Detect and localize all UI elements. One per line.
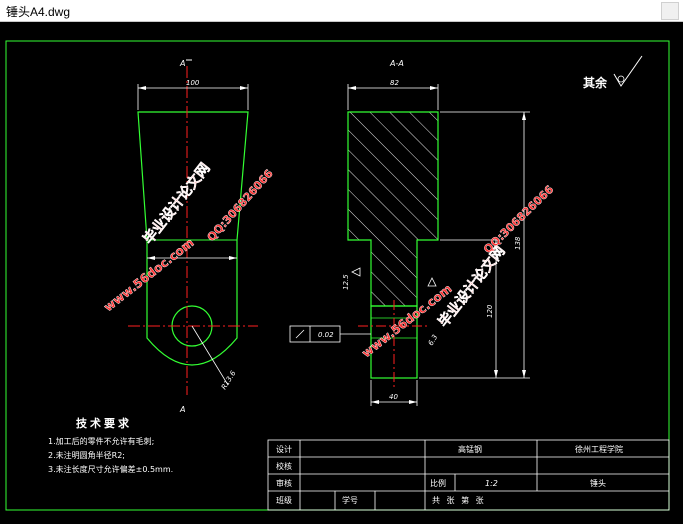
section-mark-bottom: A xyxy=(179,405,185,414)
tb-student-no: 学号 xyxy=(342,495,358,505)
tb-review: 审核 xyxy=(276,478,292,488)
window-title: 锤头A4.dwg xyxy=(6,5,71,19)
section-title: A-A xyxy=(389,59,404,68)
dim-height-2: 138 xyxy=(514,236,522,250)
hammer-outline xyxy=(137,111,249,366)
tb-scale-value: 1:2 xyxy=(485,479,498,488)
tolerance-value: 0.02 xyxy=(318,331,334,339)
roughness-note: 其余 xyxy=(583,55,643,90)
dim-radius: R13.6 xyxy=(220,369,238,391)
watermark-1: 毕业设计论文网 xyxy=(140,160,214,248)
title-block-text: 设计 校核 审核 班级 学号 高锰钢 徐州工程学院 比例 1:2 锤头 共 张 … xyxy=(276,444,623,505)
tb-school: 徐州工程学院 xyxy=(575,444,623,454)
watermark-2: www.56doc.com xyxy=(101,236,196,315)
tech-line-2: 2.未注明圆角半径R2; xyxy=(48,450,125,460)
tb-material: 高锰钢 xyxy=(458,444,482,454)
section-mark-top: A xyxy=(179,59,185,68)
cad-drawing-canvas[interactable]: A A 100 R13.6 A-A xyxy=(0,22,683,520)
tb-check: 校核 xyxy=(276,461,292,471)
dim-left-width: 100 xyxy=(186,79,200,87)
drawing-svg: A A 100 R13.6 A-A xyxy=(5,40,670,511)
dim-small2: 6.3 xyxy=(427,333,439,347)
tech-title: 技术要求 xyxy=(76,416,132,430)
window-titlebar: 锤头A4.dwg xyxy=(0,0,683,22)
tech-line-3: 3.未注长度尺寸允许偏差±0.5mm. xyxy=(48,464,173,474)
tb-design: 设计 xyxy=(276,444,292,454)
tolerance-frame xyxy=(289,325,341,343)
dim-small: 12.5 xyxy=(342,274,350,290)
tech-line-1: 1.加工后的零件不允许有毛刺; xyxy=(48,436,154,446)
title-block xyxy=(267,439,670,511)
technical-requirements: 技术要求 1.加工后的零件不允许有毛刺; 2.未注明圆角半径R2; 3.未注长度… xyxy=(48,416,173,474)
window-control-button[interactable] xyxy=(661,2,679,20)
tb-part-name: 锤头 xyxy=(590,478,606,488)
section-view: A-A 82 40 138 xyxy=(289,59,530,406)
watermark-3: QQ:306826066 xyxy=(205,167,276,244)
roughness-symbol-icon xyxy=(613,55,643,87)
hatched-section xyxy=(347,111,439,307)
dim-right-bottom: 40 xyxy=(389,393,398,401)
tb-scale-label: 比例 xyxy=(430,478,446,488)
roughness-text: 其余 xyxy=(583,75,608,90)
dim-height-1: 120 xyxy=(486,304,494,318)
tb-sheet-info: 共 张 第 张 xyxy=(432,495,486,505)
tb-class: 班级 xyxy=(276,495,292,505)
dim-right-width: 82 xyxy=(390,79,399,87)
